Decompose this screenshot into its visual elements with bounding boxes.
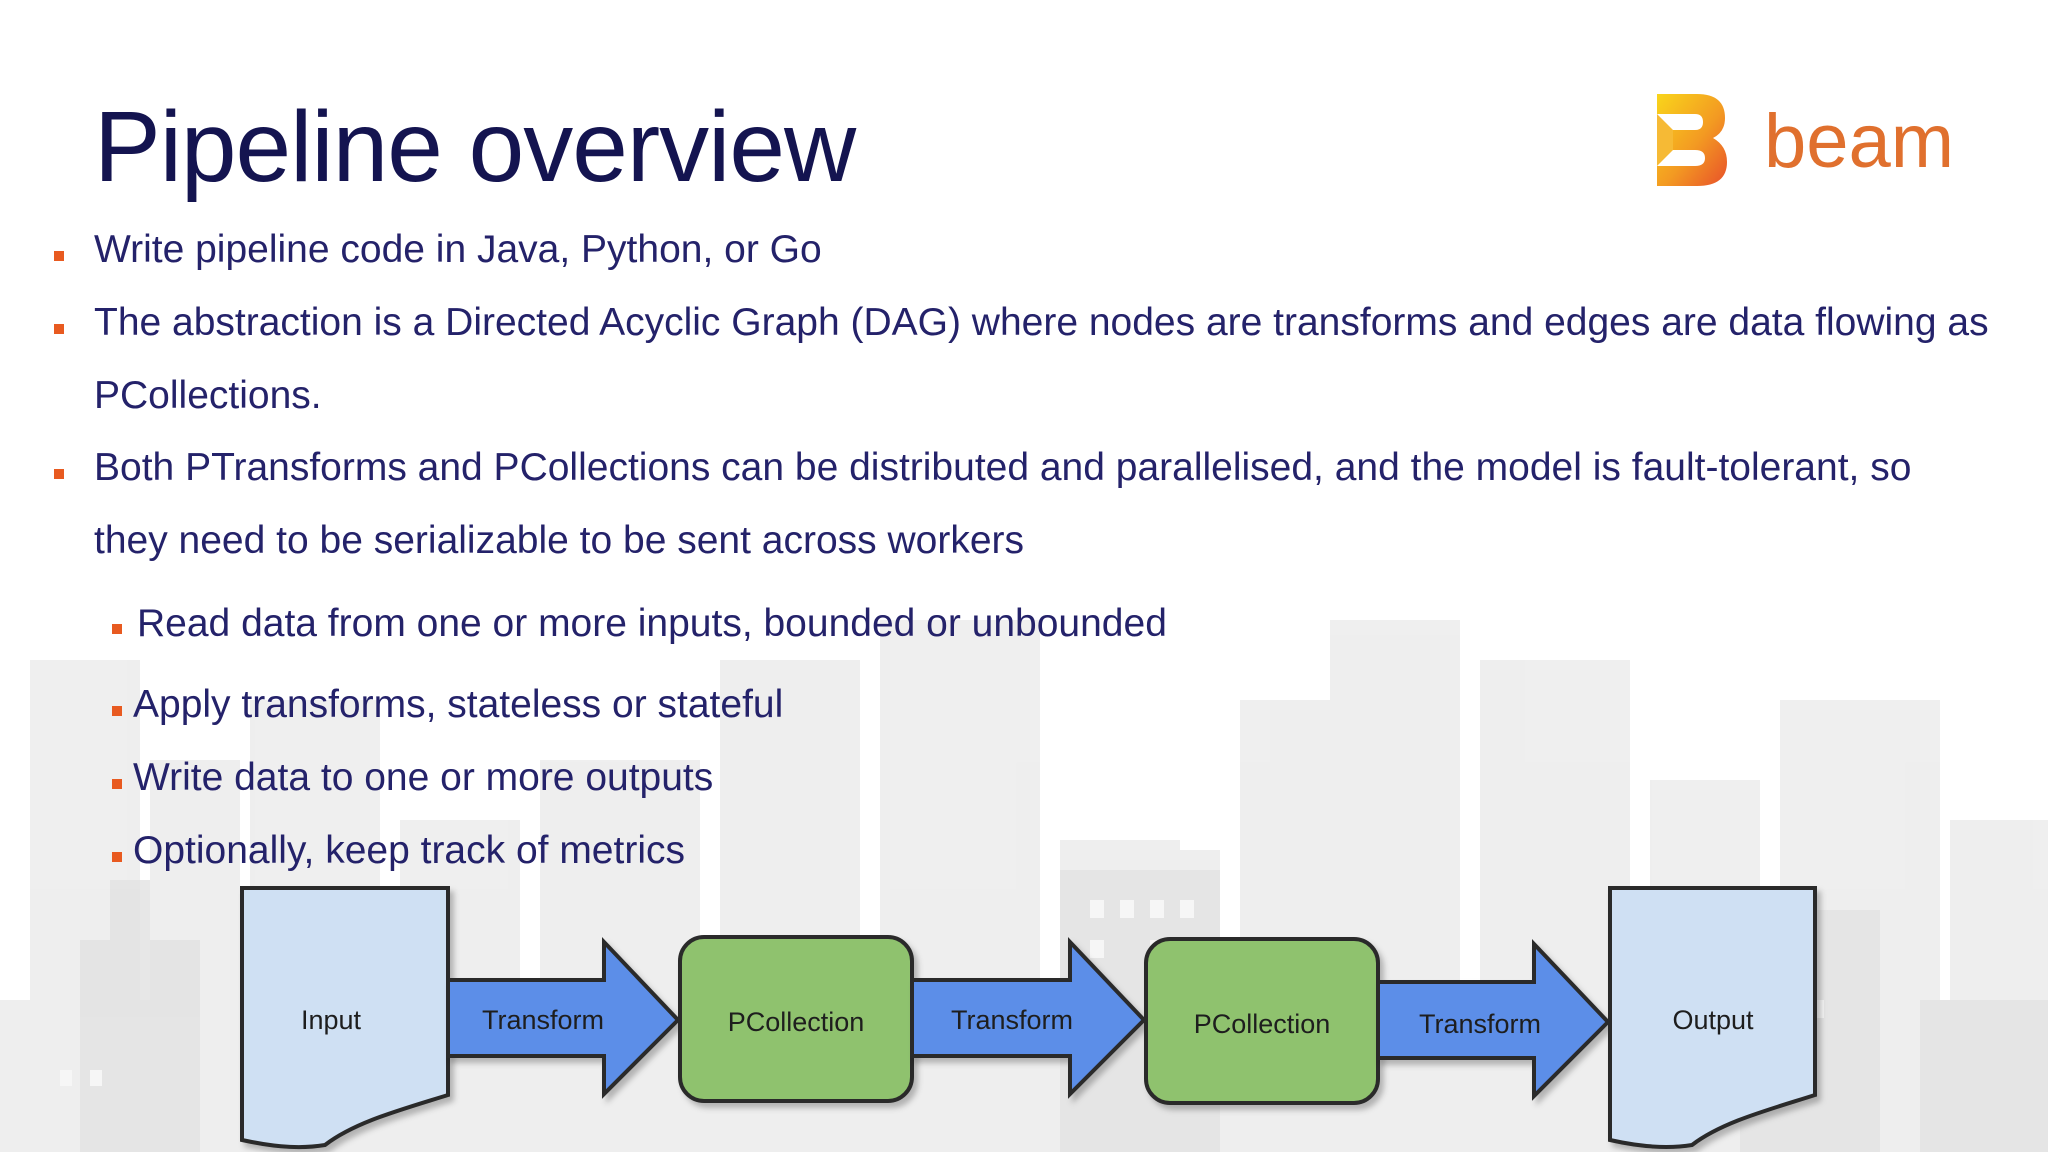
sub-bullet-marker [112, 624, 122, 634]
sub-bullet-item: Apply transforms, stateless or stateful [133, 683, 784, 726]
bullet-item: Write pipeline code in Java, Python, or … [94, 228, 822, 271]
sub-bullet-marker [112, 706, 122, 716]
sub-bullet-item: Optionally, keep track of metrics [133, 829, 685, 872]
input-document-shape [240, 886, 450, 1150]
beam-logo: beam [1655, 90, 2048, 200]
pcollection-node-2: PCollection [1144, 937, 1380, 1105]
beam-logo-icon [1657, 94, 1727, 186]
bullet-item-continuation: PCollections. [94, 374, 322, 417]
transform-arrow-shape [910, 936, 1147, 1099]
transform-label: Transform [1419, 1009, 1541, 1039]
output-document-shape [1608, 886, 1817, 1150]
bullet-item-continuation: they need to be serializable to be sent … [94, 519, 1025, 562]
output-label: Output [1672, 1005, 1754, 1035]
sub-bullet-marker [112, 779, 122, 789]
transform-arrow-shape [1376, 938, 1611, 1101]
transform-arrow-2: Transform [910, 936, 1147, 1099]
sub-bullet-item: Read data from one or more inputs, bound… [137, 602, 1167, 645]
input-label: Input [301, 1005, 362, 1035]
bullet-item: The abstraction is a Directed Acyclic Gr… [94, 301, 1989, 344]
beam-logo-text: beam [1764, 99, 1955, 184]
pcollection-label: PCollection [1194, 1009, 1331, 1039]
transform-arrow-shape [446, 936, 681, 1099]
transform-label: Transform [482, 1005, 604, 1035]
page-title: Pipeline overview [94, 91, 856, 203]
transform-arrow-1: Transform [446, 936, 681, 1099]
sub-bullet-marker [112, 852, 122, 862]
sub-bullet-item: Write data to one or more outputs [133, 756, 714, 799]
bullet-marker [54, 324, 64, 334]
bullet-marker [54, 251, 64, 261]
transform-label: Transform [951, 1005, 1073, 1035]
pcollection-node-1: PCollection [678, 935, 914, 1103]
input-node: Input [240, 886, 450, 1150]
output-node: Output [1608, 886, 1817, 1150]
transform-arrow-3: Transform [1376, 938, 1611, 1101]
pcollection-label: PCollection [728, 1007, 865, 1037]
bullet-item: Both PTransforms and PCollections can be… [94, 446, 1912, 489]
bullet-marker [54, 469, 64, 479]
